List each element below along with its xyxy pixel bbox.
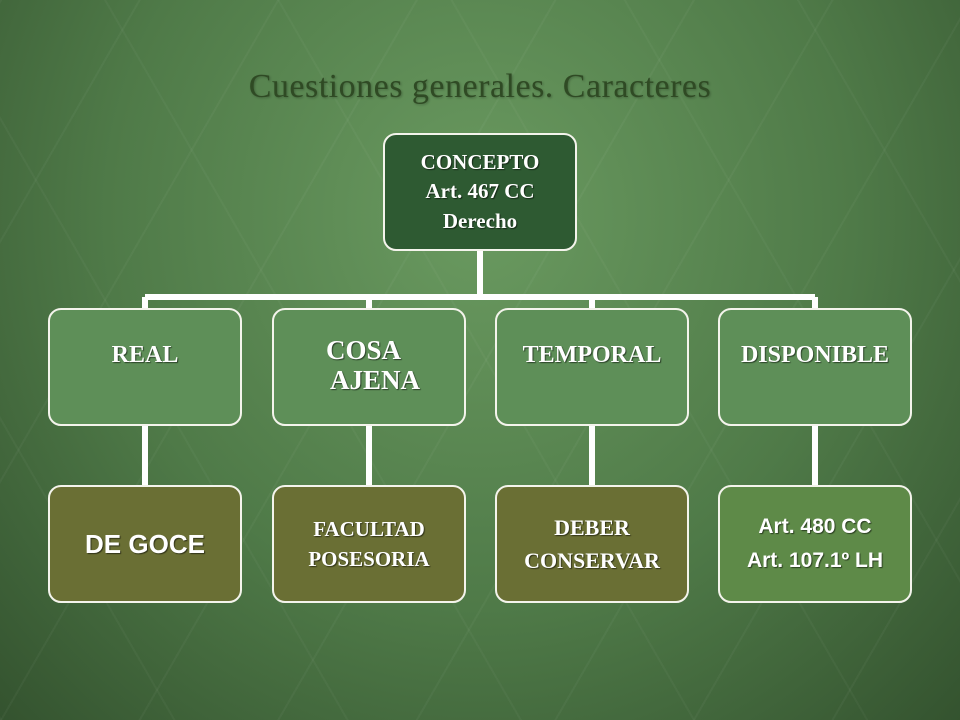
root-line-2: Art. 467 CC <box>425 179 535 204</box>
leaf-node-deber-conservar: DEBER CONSERVAR <box>495 485 689 603</box>
leaf-node-articulos: Art. 480 CC Art. 107.1º LH <box>718 485 912 603</box>
category-label: DISPONIBLE <box>740 342 890 368</box>
slide-title: Cuestiones generales. Caracteres <box>248 68 712 105</box>
category-node-disponible: DISPONIBLE <box>718 308 912 426</box>
category-node-real: REAL <box>48 308 242 426</box>
category-label: TEMPORAL <box>522 342 662 368</box>
leaf-label-line-2: POSESORIA <box>308 547 430 571</box>
root-node-concepto: CONCEPTO Art. 467 CC Derecho <box>383 133 577 251</box>
category-label-line-1: COSA <box>326 335 402 365</box>
leaf-label-line-2: CONSERVAR <box>524 548 660 573</box>
root-line-1: CONCEPTO <box>420 149 540 174</box>
category-label: REAL <box>111 342 179 368</box>
category-label-line-2: AJENA <box>330 364 421 395</box>
leaf-label-line-2: Art. 107.1º LH <box>746 549 884 572</box>
leaf-node-facultad-posesoria: FACULTAD POSESORIA <box>272 485 466 603</box>
leaf-label-line-1: FACULTAD <box>313 516 425 541</box>
leaf-label: DE GOCE <box>85 528 205 559</box>
leaf-node-de-goce: DE GOCE <box>48 485 242 603</box>
leaf-label-line-1: Art. 480 CC <box>758 515 872 539</box>
root-line-3: Derecho <box>442 208 518 233</box>
category-node-temporal: TEMPORAL <box>495 308 689 426</box>
leaf-label-line-1: DEBER <box>554 515 630 540</box>
category-node-cosa-ajena: COSA AJENA <box>272 308 466 426</box>
